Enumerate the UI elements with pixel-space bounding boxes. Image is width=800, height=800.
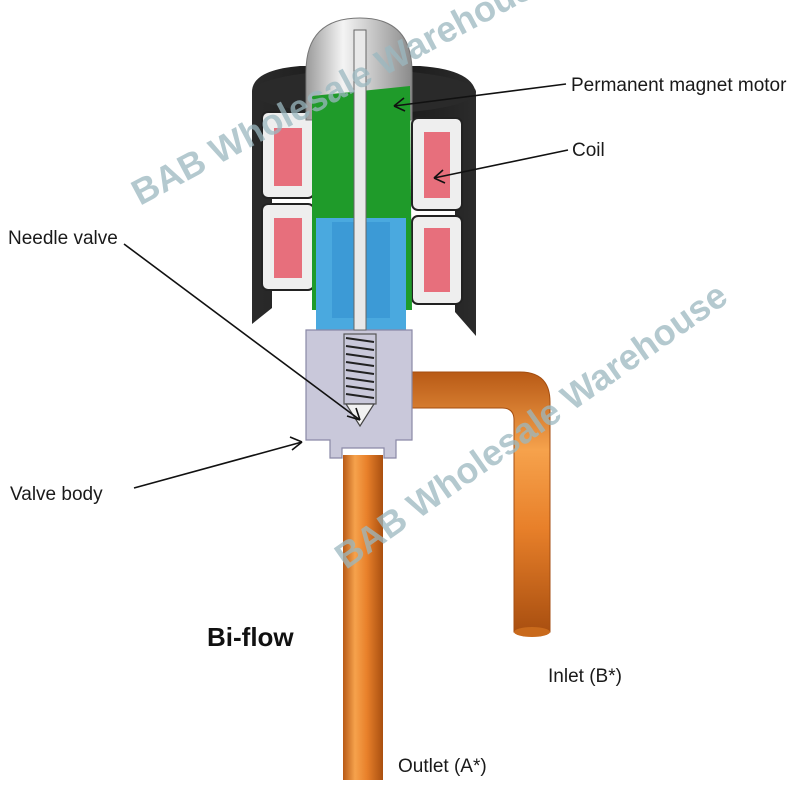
label-permanent-magnet-motor: Permanent magnet motor xyxy=(571,75,787,96)
arrow-permanent-magnet-motor xyxy=(393,97,406,112)
arrow-needle-valve xyxy=(346,407,361,421)
coil-right xyxy=(411,117,463,305)
arrow-valve-body xyxy=(289,436,303,451)
label-outlet: Outlet (A*) xyxy=(398,756,487,777)
arrow-coil xyxy=(433,169,446,184)
coil-left xyxy=(261,111,315,291)
leader-coil xyxy=(433,149,569,179)
leader-valve-body xyxy=(133,441,303,489)
label-coil: Coil xyxy=(572,140,605,161)
inlet-pipe-end xyxy=(514,627,550,637)
leader-needle-valve xyxy=(123,243,361,421)
outlet-pipe xyxy=(343,455,383,780)
valve-shaft xyxy=(353,29,367,331)
valve-body xyxy=(305,329,413,459)
leader-permanent-magnet-motor xyxy=(393,83,567,107)
label-valve-body: Valve body xyxy=(10,484,103,505)
diagram-title: Bi-flow xyxy=(207,622,294,652)
label-inlet: Inlet (B*) xyxy=(548,666,622,687)
label-needle-valve: Needle valve xyxy=(8,228,118,249)
